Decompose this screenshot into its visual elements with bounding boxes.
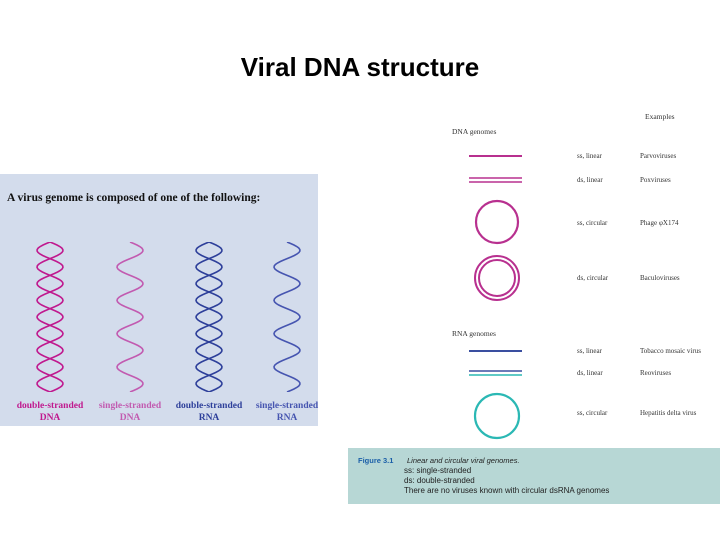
- rna-row-type: ss, linear: [577, 347, 602, 355]
- rna-row-example: Reoviruses: [640, 369, 672, 377]
- slide-title: Viral DNA structure: [240, 52, 480, 82]
- dna-row-example: Baculoviruses: [640, 274, 680, 282]
- helix-label-line1: double-stranded: [175, 401, 243, 411]
- genome-shapes: [469, 155, 522, 440]
- rna-row-type: ss, circular: [577, 409, 608, 417]
- genome-types-panel: A virus genome is composed of one of the…: [0, 174, 318, 426]
- helix-label-ds-rna: double-stranded RNA: [171, 400, 247, 424]
- helix-label-line1: single-stranded: [98, 401, 162, 411]
- dna-row-type: ss, circular: [577, 219, 608, 227]
- dna-row-type: ds, linear: [577, 176, 603, 184]
- rna-ds-linear-shape: [469, 370, 522, 376]
- rna-row-example: Hepatitis delta virus: [640, 409, 697, 417]
- helix-strand-1: [195, 242, 223, 392]
- helix-strand-2: [195, 242, 223, 392]
- rna-row-type: ds, linear: [577, 369, 603, 377]
- helix-label-ds-dna: double-stranded DNA: [12, 400, 88, 424]
- panel-heading: A virus genome is composed of one of the…: [7, 192, 261, 204]
- rna-row-example: Tobacco mosaic virus: [640, 347, 701, 355]
- helix-label-line2: DNA: [39, 413, 61, 423]
- figure-caption: Figure 3.1 Linear and circular viral gen…: [348, 448, 720, 504]
- helix-label-line2: RNA: [198, 413, 220, 423]
- caption-line: ds: double-stranded: [404, 476, 475, 485]
- helix-label-line1: double-stranded: [16, 401, 84, 411]
- helix-label-line1: single-stranded: [255, 401, 319, 411]
- helix-label-line2: DNA: [119, 413, 141, 423]
- dna-ds-linear-shape: [469, 177, 522, 183]
- helix-strand-2: [36, 242, 64, 392]
- helix-strand-1: [36, 242, 64, 392]
- rna-genomes-heading: RNA genomes: [452, 329, 496, 338]
- helix-label-ss-rna: single-stranded RNA: [249, 400, 325, 424]
- helix-label-ss-dna: single-stranded DNA: [92, 400, 168, 424]
- rna-ss-circular-shape: [473, 392, 521, 440]
- dna-genomes-heading: DNA genomes: [452, 127, 497, 136]
- helix-ds-dna: [36, 242, 64, 392]
- helix-ss-rna: [273, 242, 301, 392]
- dna-row-type: ds, circular: [577, 274, 609, 282]
- dna-ds-circular-shape: [474, 255, 520, 301]
- dna-row-example: Parvoviruses: [640, 152, 677, 160]
- dna-ss-circular-shape: [474, 199, 520, 245]
- helix-label-line2: RNA: [276, 413, 298, 423]
- caption-line: ss: single-stranded: [404, 466, 472, 475]
- caption-line: There are no viruses known with circular…: [404, 486, 610, 495]
- dna-row-example: Poxviruses: [640, 176, 671, 184]
- dna-row-example: Phage φX174: [640, 219, 679, 227]
- helix-strand-1: [116, 242, 144, 392]
- helix-strand-1: [273, 242, 301, 392]
- examples-heading: Examples: [645, 112, 675, 121]
- dna-row-type: ss, linear: [577, 152, 602, 160]
- helix-ss-dna: [116, 242, 144, 392]
- caption-title: Linear and circular viral genomes.: [407, 456, 520, 465]
- caption-figure-label: Figure 3.1: [358, 456, 394, 465]
- helix-ds-rna: [195, 242, 223, 392]
